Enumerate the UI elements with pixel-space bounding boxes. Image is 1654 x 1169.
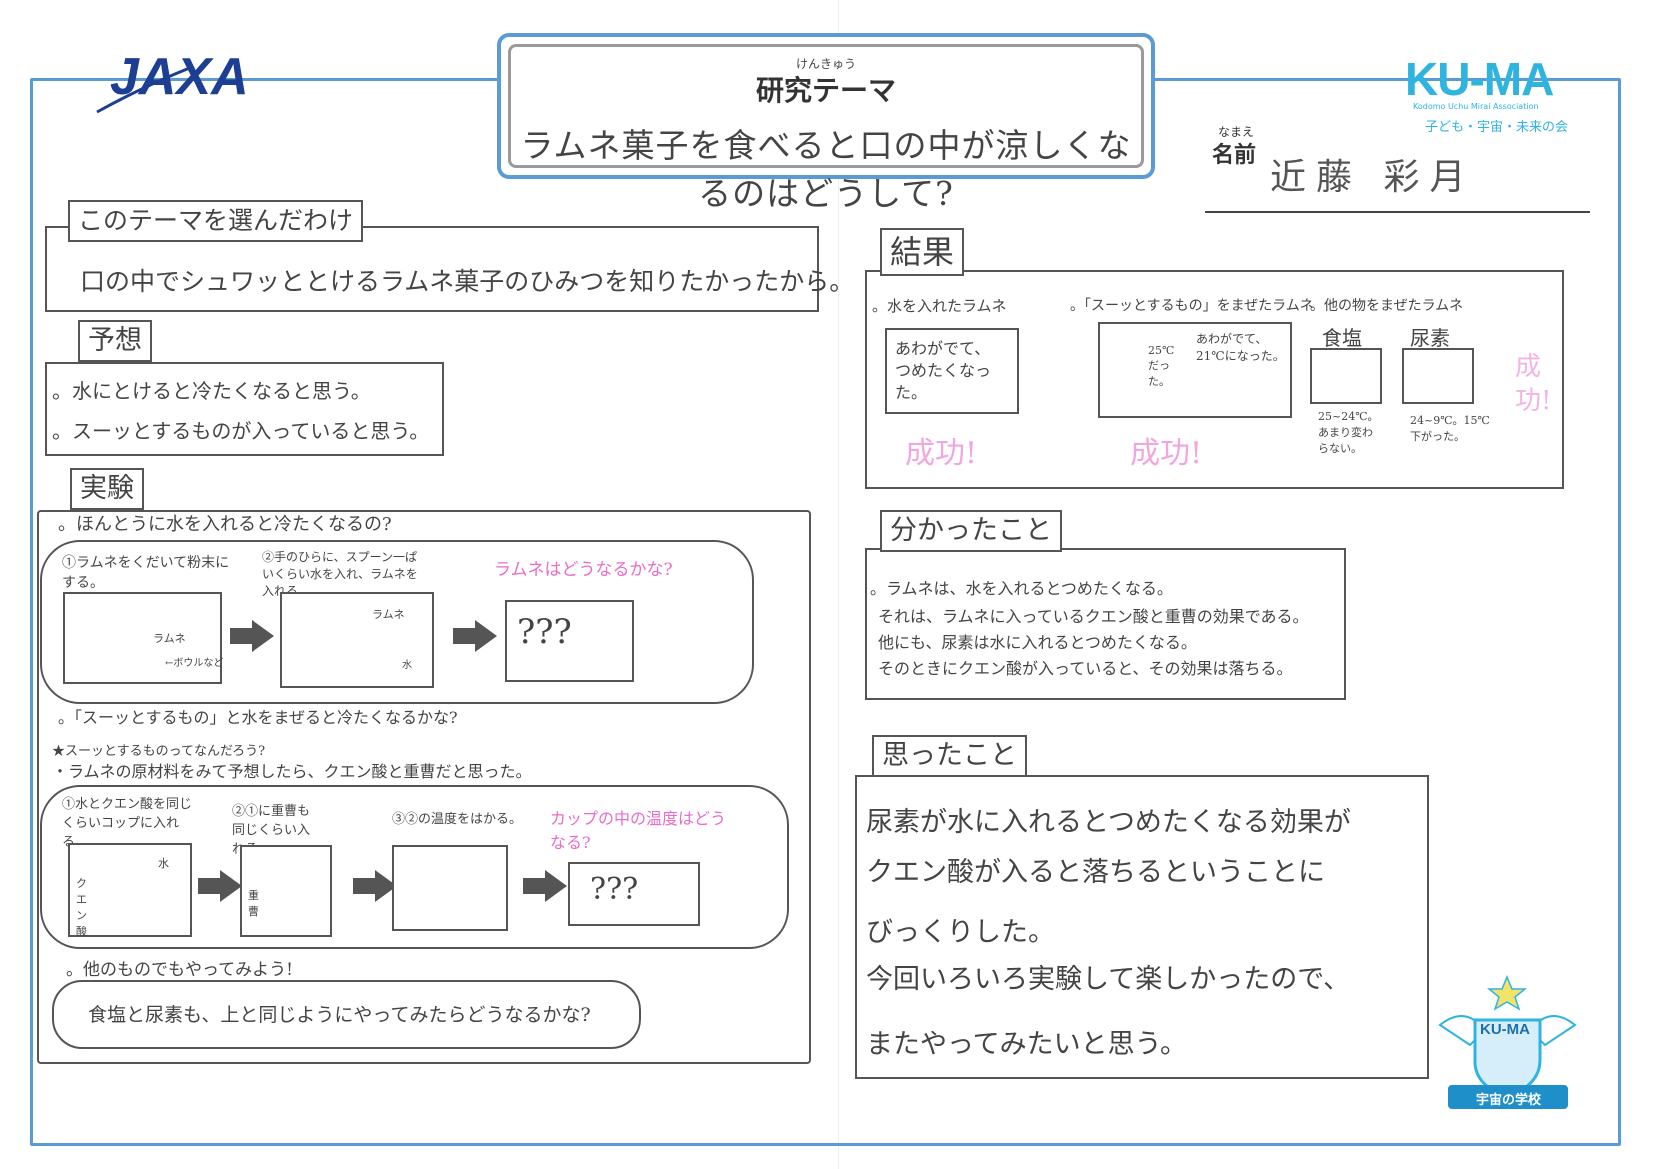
experiment-q2: 。「スーッとするもの」と水をまぜると冷たくなるかな? bbox=[58, 708, 458, 727]
experiment-heading: 実験 bbox=[70, 468, 144, 510]
step1-label: ラムネ bbox=[153, 632, 186, 645]
step4-label: 重曹 bbox=[248, 889, 259, 918]
result-2-picture: 25℃だった。 あわがでて、21℃になった。 bbox=[1098, 322, 1292, 418]
kuma-logo: KU-MA Kodomo Uchu Mirai Association 子ども・… bbox=[1405, 52, 1580, 142]
step2-picture: ラムネ 水 bbox=[280, 592, 434, 688]
result-1-text: あわがでて、つめたくなった。 bbox=[895, 339, 992, 402]
step3-label-a: クエン酸 bbox=[76, 877, 87, 938]
experiment-cloud-3 bbox=[52, 980, 641, 1049]
reason-heading: このテーマを選んだわけ bbox=[68, 200, 364, 242]
q2-bubble-text: カップの中の温度はどうなる? bbox=[550, 809, 727, 852]
q1-unknown: ??? bbox=[517, 612, 572, 652]
step2-water: 水 bbox=[402, 660, 412, 671]
reason-box bbox=[45, 226, 819, 312]
badge-text: KU-MA bbox=[1480, 1021, 1530, 1038]
badge-caption: 宇宙の学校 bbox=[1476, 1093, 1542, 1108]
result-3b-label: 尿素 bbox=[1410, 326, 1450, 350]
step3-label-b: 水 bbox=[158, 857, 169, 870]
result-1-stamp: 成功! bbox=[905, 436, 978, 471]
kuma-logo-sub: Kodomo Uchu Mirai Association bbox=[1413, 102, 1539, 111]
step3-text: ①水とクエン酸を同じくらいコップに入れる。 bbox=[62, 797, 193, 850]
result-3b-text: 24~9℃。15℃下がった。 bbox=[1410, 414, 1490, 443]
result-3-stamp: 成功! bbox=[1515, 352, 1552, 416]
arrow-icon bbox=[523, 870, 567, 902]
result-3a-picture bbox=[1310, 348, 1382, 404]
result-3b-picture bbox=[1402, 348, 1474, 404]
result-1-title: 。水を入れたラムネ bbox=[872, 297, 1007, 315]
learned-box bbox=[865, 548, 1346, 700]
badge-emblem-icon bbox=[1438, 975, 1577, 1109]
jaxa-logo-icon: JAXA bbox=[96, 48, 249, 114]
jaxa-logo-text: JAXA bbox=[110, 48, 249, 106]
kuma-logo-text: KU-MA bbox=[1405, 53, 1554, 105]
prediction-item-2: 。スーッとするものが入っていると思う。 bbox=[52, 419, 430, 443]
experiment-box bbox=[37, 510, 811, 1064]
result-box bbox=[865, 270, 1564, 489]
result-heading: 結果 bbox=[880, 228, 965, 276]
name-underline bbox=[1205, 211, 1590, 213]
step3-picture: クエン酸 水 bbox=[68, 843, 192, 938]
theme-title: ラムネ菓子を食べると口の中が涼しくなるのはどうして? bbox=[520, 126, 1132, 213]
result-3a-text: 25~24℃。あまり変わらない。 bbox=[1318, 410, 1379, 455]
experiment-cloud-2 bbox=[40, 785, 789, 949]
q2-unknown: ??? bbox=[590, 872, 639, 907]
step4-picture: 重曹 bbox=[240, 845, 332, 937]
thoughts-line-1: 尿素が水に入れるとつめたくなる効果が bbox=[866, 807, 1351, 838]
q3-text: 食塩と尿素も、上と同じようにやってみたらどうなるかな? bbox=[88, 1004, 591, 1026]
prediction-item-1: 。水にとけると冷たくなると思う。 bbox=[52, 379, 371, 403]
result-2-text: あわがでて、21℃になった。 bbox=[1196, 332, 1285, 363]
theme-label: 研究テーマ bbox=[755, 74, 896, 107]
experiment-q3: 。他のものでもやってみよう! bbox=[66, 960, 293, 980]
q2-note-title: ★スーッとするものってなんだろう? bbox=[52, 744, 266, 759]
step2-text: ②手のひらに、スプーン一ぱいくらい水を入れ、ラムネを入れる。 bbox=[262, 550, 418, 598]
name-value: 近藤 彩月 bbox=[1270, 157, 1476, 198]
q1-bubble-text: ラムネはどうなるかな? bbox=[494, 560, 673, 580]
learned-line-3: 他にも、尿素は水に入れるとつめたくなる。 bbox=[878, 633, 1197, 652]
learned-line-2: それは、ラムネに入っているクエン酸と重曹の効果である。 bbox=[878, 607, 1309, 626]
step1-text: ①ラムネをくだいて粉末にする。 bbox=[62, 555, 230, 591]
step2-label: ラムネ bbox=[372, 608, 405, 621]
result-3a-label: 食塩 bbox=[1322, 326, 1362, 350]
thoughts-line-4: 今回いろいろ実験して楽しかったので、 bbox=[866, 964, 1351, 995]
jaxa-logo: JAXA bbox=[92, 42, 257, 117]
thoughts-box bbox=[855, 775, 1429, 1079]
experiment-cloud-1 bbox=[40, 540, 754, 704]
q2-note: ・ラムネの原材料をみて予想したら、クエン酸と重曹だと思った。 bbox=[52, 762, 532, 781]
name-ruby: なまえ bbox=[1218, 125, 1255, 139]
learned-line-1: 。ラムネは、水を入れるとつめたくなる。 bbox=[870, 579, 1173, 598]
q2-result-picture: ??? bbox=[568, 862, 700, 926]
step1-picture: ラムネ ←ボウルなど bbox=[63, 592, 224, 684]
q1-result-picture: ??? bbox=[505, 600, 634, 682]
thoughts-line-2: クエン酸が入ると落ちるということに bbox=[866, 857, 1325, 888]
result-2-stamp: 成功! bbox=[1130, 436, 1203, 471]
space-school-badge: KU-MA 宇宙の学校 bbox=[1430, 975, 1585, 1115]
result-2-title: 。「スーッとするもの」をまぜたラムネ bbox=[1070, 298, 1314, 314]
theme-ruby: けんきゅう bbox=[795, 57, 856, 71]
arrow-icon bbox=[198, 870, 242, 902]
reason-text: 口の中でシュワッととけるラムネ菓子のひみつを知りたかったから。 bbox=[80, 267, 855, 296]
step5-picture bbox=[392, 845, 508, 931]
learned-line-4: そのときにクエン酸が入っていると、その効果は落ちる。 bbox=[878, 659, 1293, 678]
learned-heading: 分かったこと bbox=[880, 510, 1062, 552]
result-1-picture: あわがでて、つめたくなった。 bbox=[885, 328, 1019, 414]
thoughts-line-5: またやってみたいと思う。 bbox=[866, 1029, 1188, 1060]
name-label: 名前 bbox=[1212, 143, 1257, 168]
page-fold bbox=[838, 0, 839, 1169]
kuma-logo-jp: 子ども・宇宙・未来の会 bbox=[1425, 120, 1569, 135]
prediction-heading: 予想 bbox=[78, 320, 152, 362]
thoughts-line-3: びっくりした。 bbox=[866, 917, 1055, 948]
theme-inner: けんきゅう 研究テーマ ラムネ菓子を食べると口の中が涼しくなるのはどうして? bbox=[508, 44, 1144, 213]
experiment-q1: 。ほんとうに水を入れると冷たくなるの? bbox=[58, 514, 392, 535]
arrow-icon bbox=[453, 620, 497, 652]
theme-box: けんきゅう 研究テーマ ラムネ菓子を食べると口の中が涼しくなるのはどうして? bbox=[497, 33, 1155, 213]
prediction-box bbox=[45, 362, 444, 456]
step1-tool: ←ボウルなど bbox=[165, 658, 224, 669]
arrow-icon bbox=[230, 620, 274, 652]
thoughts-heading: 思ったこと bbox=[872, 735, 1027, 777]
arrow-icon bbox=[353, 870, 397, 902]
step5-text: ③②の温度をはかる。 bbox=[392, 812, 523, 827]
result-3-title: 。他の物をまぜたラムネ bbox=[1310, 298, 1464, 314]
result-2-temp-a: 25℃だった。 bbox=[1148, 344, 1175, 388]
